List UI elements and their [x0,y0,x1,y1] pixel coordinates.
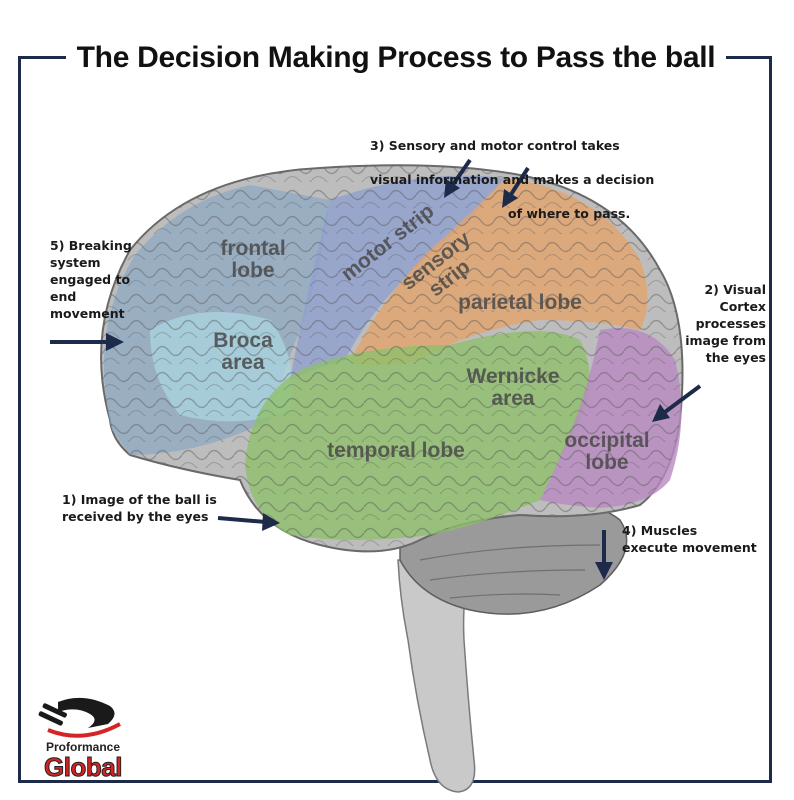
note-step3-line1: 3) Sensory and motor control takes [370,138,620,153]
label-occipital-lobe: occipital lobe [564,429,650,474]
brainstem [397,559,476,793]
label-parietal-lobe: parietal lobe [458,291,582,314]
arrow-step3a [444,158,472,198]
page-title: The Decision Making Process to Pass the … [66,36,726,80]
note-step3-line3: of where to pass. [508,206,631,221]
label-temporal-lobe: temporal lobe [327,439,465,462]
arrow-step4 [595,530,613,580]
logo-tagline: Global [44,752,123,783]
arrow-step5 [50,333,124,351]
arrows [50,158,702,580]
logo-name: Proformance [45,740,121,754]
label-frontal-lobe: frontal lobe [220,237,286,282]
note-step3: 3) Sensory and motor control takes visua… [370,120,670,239]
proformance-logo: Proformance Global [28,694,138,783]
label-broca-area: Broca area [213,329,273,374]
note-step3-line2: visual information and makes a decision [370,172,655,187]
arrow-step2 [652,384,702,422]
note-step2: 2) Visual Cortex processes image from th… [685,282,766,365]
note-step5: 5) Breaking system engaged to end moveme… [50,238,132,321]
logo-mark-icon [38,697,121,738]
arrow-step3b [502,166,530,208]
arrow-step1 [217,513,280,531]
note-step1: 1) Image of the ball is received by the … [62,492,217,524]
note-step4: 4) Muscles execute movement [622,523,757,555]
label-wernicke-area: Wernicke area [466,365,560,410]
